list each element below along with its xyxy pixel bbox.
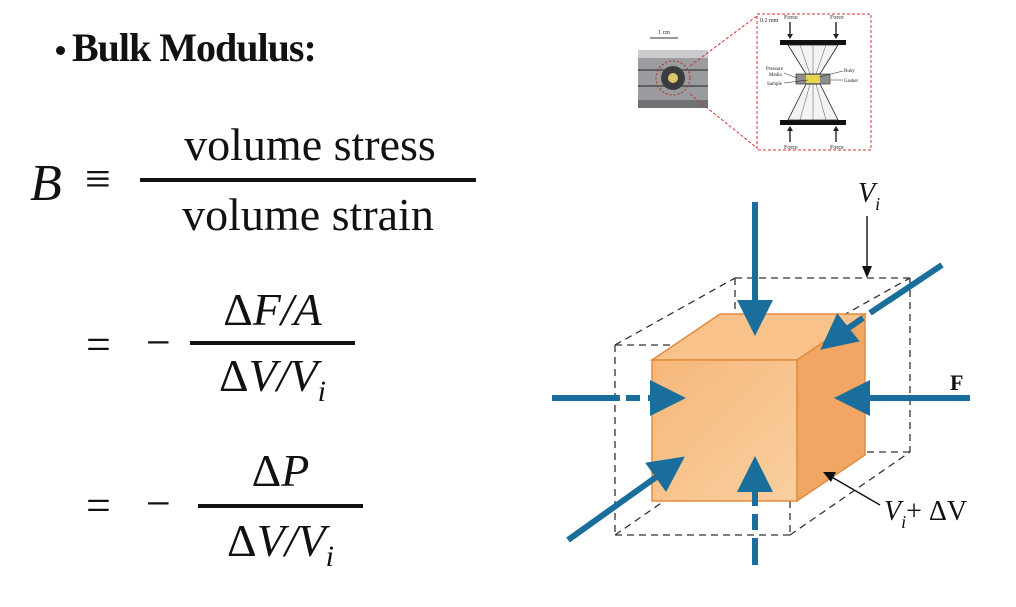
pressure-label: Pressure xyxy=(766,67,784,72)
b-symbol: B xyxy=(30,155,62,212)
vi-dv-pointer xyxy=(829,475,881,506)
equation-line-2: = − ΔF/A ΔV/Vi xyxy=(86,283,386,413)
fraction-bar-2 xyxy=(190,341,355,345)
sample-label: Sample xyxy=(767,82,783,87)
equiv-symbol: ≡ xyxy=(85,153,111,204)
delta-v-over-vi-2: ΔV/Vi xyxy=(227,515,334,574)
delta-f-over-a: ΔF/A xyxy=(223,284,322,335)
scale-02mm: 0.2 mm xyxy=(760,18,779,24)
bulk-compression-diagram: Vi F Vi+ ΔV xyxy=(552,178,970,565)
fraction-bar-1 xyxy=(140,178,476,182)
arrow-back-solid xyxy=(868,262,944,316)
volume-stress-text: volume stress xyxy=(184,119,436,170)
volume-strain-text: volume strain xyxy=(182,189,434,240)
fraction-bar-3 xyxy=(198,504,363,508)
scale-1cm: 1 cm xyxy=(658,30,670,36)
delta-v-over-vi-1: ΔV/Vi xyxy=(219,350,326,409)
anvil-cell-photo xyxy=(638,50,708,108)
force-arrows xyxy=(552,202,970,565)
force-label-bottom-left: Force xyxy=(784,145,798,151)
equation-line-3: = − ΔP ΔV/Vi xyxy=(86,440,386,590)
slide-heading: Bulk Modulus: xyxy=(72,25,317,70)
equals-sign-2: = xyxy=(86,320,111,369)
force-f-label: F xyxy=(950,370,963,395)
gasket-label: Gasket xyxy=(844,79,858,84)
equation-line-1: B ≡ volume stress volume strain xyxy=(30,118,490,248)
delta-p: ΔP xyxy=(251,445,310,496)
minus-sign-2: − xyxy=(146,318,171,367)
vi-plus-dv-label: Vi+ ΔV xyxy=(884,496,967,532)
cube-front-face xyxy=(651,359,798,502)
force-label-top-left: Force xyxy=(784,15,798,21)
arrow-front xyxy=(566,456,685,543)
arrow-back-head xyxy=(820,313,860,350)
equals-sign-3: = xyxy=(86,481,111,530)
bullet xyxy=(56,46,65,55)
minus-sign-3: − xyxy=(146,479,171,528)
media-label: Media xyxy=(769,73,783,78)
vi-label: Vi xyxy=(858,178,880,214)
force-label-top-right: Force xyxy=(830,15,844,21)
diamond-anvil-cell-inset: 1 cm 0.2 mm Force Force Pressure Media S… xyxy=(638,13,872,151)
ruby-label: Ruby xyxy=(844,69,855,74)
force-label-bottom-right: Force xyxy=(830,145,844,151)
